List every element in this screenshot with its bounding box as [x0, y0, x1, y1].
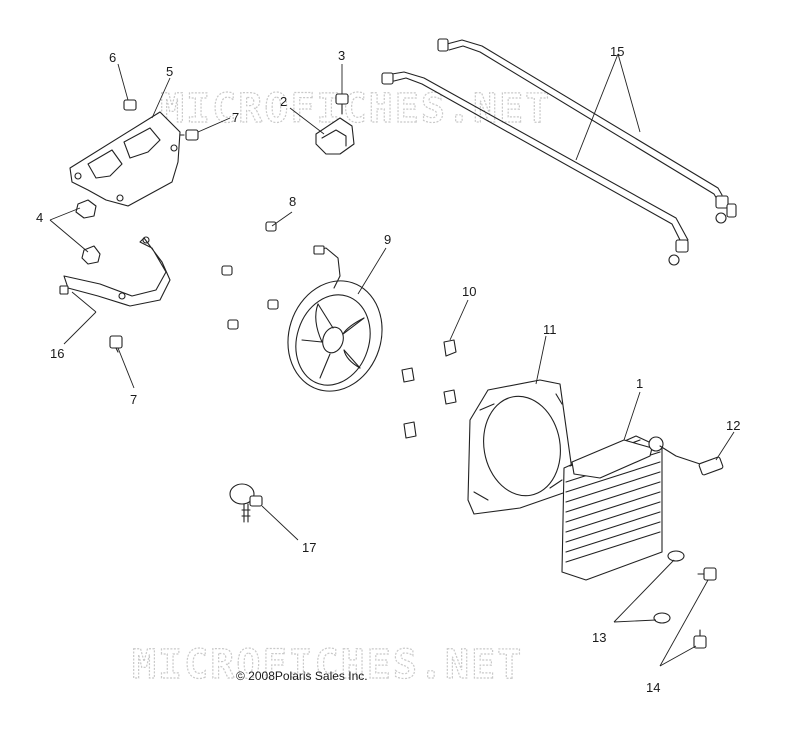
hose-fitting — [229, 483, 263, 523]
callout-7-upper: 7 — [232, 110, 239, 125]
callout-9: 9 — [384, 232, 391, 247]
washer-upper — [667, 550, 685, 562]
callout-11: 11 — [543, 322, 557, 337]
sensor-connector — [659, 445, 724, 476]
watermark-bottom: MICROFICHES.NET — [132, 642, 523, 688]
callout-4: 4 — [36, 210, 43, 225]
bracket-plate — [69, 111, 181, 207]
hose-clamp — [315, 117, 355, 155]
screw-6 — [123, 99, 137, 111]
callout-1: 1 — [636, 376, 643, 391]
copyright-text: © 2008Polaris Sales Inc. — [236, 669, 368, 683]
callout-12: 12 — [726, 418, 740, 433]
coolant-line-lower — [381, 71, 689, 266]
callout-3: 3 — [338, 48, 345, 63]
bolt-upper — [697, 567, 717, 581]
callout-6: 6 — [109, 50, 116, 65]
washer-lower — [653, 612, 671, 624]
callout-8: 8 — [289, 194, 296, 209]
screw-7-upper — [179, 129, 199, 141]
callout-17: 17 — [302, 540, 316, 555]
oil-cooler — [561, 435, 664, 581]
callout-7-lower: 7 — [130, 392, 137, 407]
callout-14: 14 — [646, 680, 660, 695]
screw-7-lower — [109, 335, 123, 353]
callout-5: 5 — [166, 64, 173, 79]
leader-lines — [49, 53, 735, 667]
shroud-clips — [401, 339, 457, 439]
callout-2: 2 — [280, 94, 287, 109]
callout-10: 10 — [462, 284, 476, 299]
fan-shroud — [467, 379, 573, 515]
lower-bracket — [59, 236, 171, 307]
nut-4-upper — [75, 199, 97, 219]
fan-screws — [221, 221, 279, 330]
callout-16: 16 — [50, 346, 64, 361]
callout-13: 13 — [592, 630, 606, 645]
cooling-fan — [287, 245, 383, 392]
bolt-lower — [693, 629, 707, 649]
watermark-top: MICROFICHES.NET — [160, 86, 551, 132]
coolant-line-upper — [437, 38, 737, 224]
callout-15: 15 — [610, 44, 624, 59]
